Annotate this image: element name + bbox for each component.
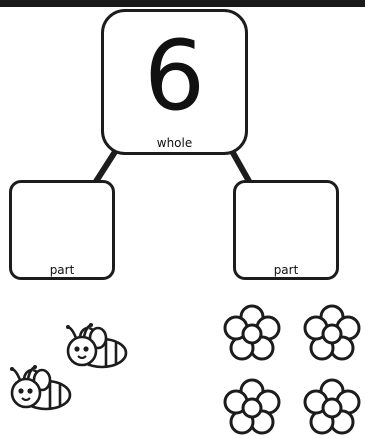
part-box-right[interactable]: part	[233, 180, 339, 280]
bee-icon	[10, 365, 72, 411]
whole-number: 6	[143, 20, 206, 132]
flower-icon	[223, 378, 281, 435]
part-label-left: part	[49, 263, 75, 277]
flower-icon	[223, 304, 281, 361]
whole-label: whole	[156, 136, 193, 150]
flower-icon	[303, 304, 361, 361]
top-border-strip	[0, 0, 365, 7]
flower-icon	[303, 378, 361, 435]
whole-box: 6 whole	[101, 9, 248, 155]
bee-icon	[66, 323, 128, 369]
part-box-left[interactable]: part	[9, 180, 115, 280]
part-label-right: part	[273, 263, 299, 277]
